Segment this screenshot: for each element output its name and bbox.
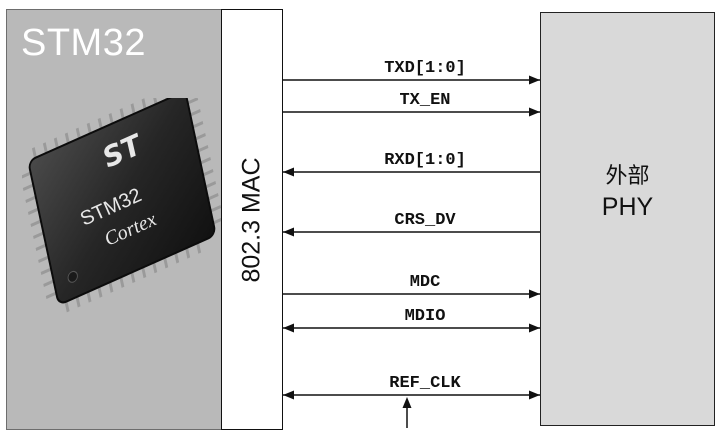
phy-block: 外部 PHY	[540, 12, 715, 426]
phy-label-cn: 外部	[605, 164, 650, 189]
stm32-block: STM32 ST STM32 Cor	[6, 9, 222, 430]
clock-input-arrowhead	[402, 397, 412, 408]
arrowhead-left	[283, 323, 294, 333]
arrowhead-right	[529, 390, 540, 400]
arrowhead-right	[529, 107, 540, 117]
signal-label-ref-clk: REF_CLK	[389, 374, 461, 393]
arrowhead-left	[283, 227, 294, 237]
arrowhead-right	[529, 323, 540, 333]
arrowhead-right	[529, 289, 540, 299]
signal-label-tx-en: TX_EN	[399, 91, 450, 110]
signal-label-mdio: MDIO	[405, 307, 446, 326]
signal-label-txd-1-0: TXD[1:0]	[384, 59, 466, 78]
stm32-title: STM32	[21, 22, 146, 64]
signal-label-rxd-1-0: RXD[1:0]	[384, 151, 466, 170]
arrowhead-right	[529, 75, 540, 85]
signal-label-mdc: MDC	[410, 273, 441, 292]
mac-block: 802.3 MAC	[221, 9, 283, 430]
chip-image: ST STM32 Cortex	[22, 98, 222, 313]
arrowhead-left	[283, 167, 294, 177]
arrowhead-left	[283, 390, 294, 400]
phy-label-en: PHY	[601, 193, 654, 221]
signal-label-crs-dv: CRS_DV	[394, 211, 456, 230]
